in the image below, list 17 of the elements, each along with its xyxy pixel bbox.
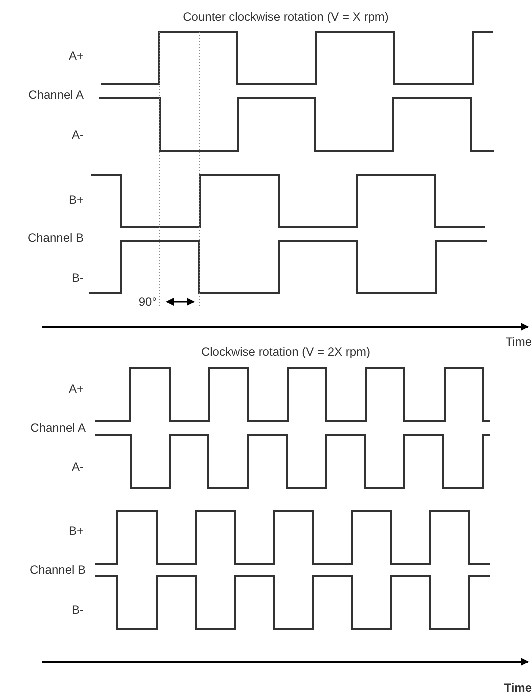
channel-label: Channel B xyxy=(28,231,84,245)
channel-label: Channel B xyxy=(30,563,86,577)
signal-label: B+ xyxy=(68,524,84,538)
signal-label: A+ xyxy=(68,49,84,63)
axis-label: Time xyxy=(506,335,532,349)
signal-label: A- xyxy=(72,128,84,142)
panel-title: Clockwise rotation (V = 2X rpm) xyxy=(201,345,371,359)
signal-label: B- xyxy=(72,603,84,617)
signal-label: A+ xyxy=(68,382,84,396)
panel-title: Counter clockwise rotation (V = X rpm) xyxy=(183,10,389,24)
axis-label: Time xyxy=(504,681,532,695)
signal-label: B- xyxy=(72,271,84,285)
signal-label: A- xyxy=(72,460,84,474)
signal-label: B+ xyxy=(68,193,84,207)
channel-label: Channel A xyxy=(30,421,86,435)
channel-label: Channel A xyxy=(28,88,84,102)
phase-label: 90° xyxy=(138,295,157,309)
